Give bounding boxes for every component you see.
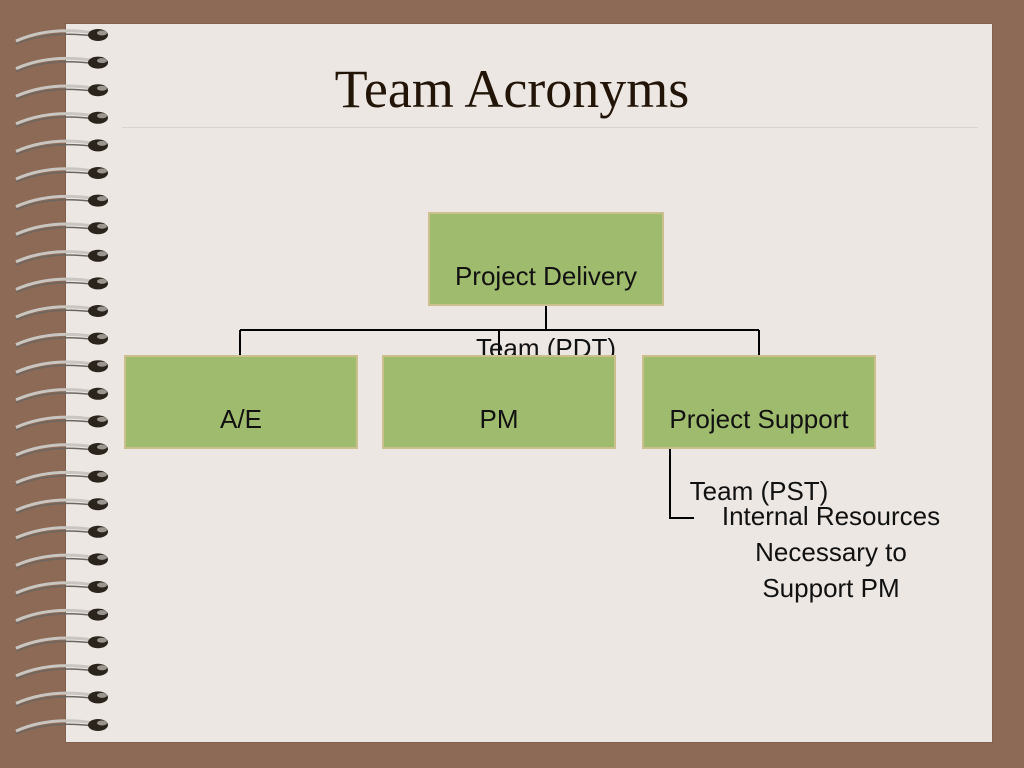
slide-title: Team Acronyms — [334, 59, 690, 119]
pst-node: Project Support Team (PST) — [642, 355, 876, 506]
spiral-ring — [15, 663, 108, 680]
spiral-ring — [15, 139, 108, 156]
note-line1: Internal Resources — [721, 501, 941, 531]
spiral-ring — [15, 305, 108, 321]
spiral-ring — [15, 360, 108, 376]
spiral-ring — [15, 249, 108, 266]
ae-node: A/E — [124, 355, 358, 449]
pdt-node-line1: Project Delivery — [454, 261, 638, 291]
spiral-ring — [15, 415, 108, 432]
spiral-binding-icon — [15, 29, 108, 735]
spiral-ring — [15, 387, 108, 404]
sub-note-connector-line — [669, 449, 694, 519]
spiral-ring — [15, 525, 108, 542]
spiral-ring — [15, 608, 108, 625]
spiral-ring — [15, 194, 108, 211]
spiral-ring — [15, 553, 108, 570]
pdt-node: Project Delivery Team (PDT) — [428, 212, 664, 363]
pst-node-line2: Team (PST) — [689, 476, 829, 506]
internal-resources-note: Internal Resources Necessary to Support … — [700, 498, 962, 606]
spiral-ring — [15, 581, 108, 597]
spiral-ring — [15, 691, 108, 708]
title-divider — [122, 127, 978, 128]
spiral-ring — [15, 636, 108, 652]
spiral-ring — [15, 277, 108, 294]
spiral-ring — [15, 470, 108, 487]
spiral-ring — [15, 167, 108, 183]
spiral-ring — [15, 443, 108, 459]
note-line2: Necessary to — [755, 537, 907, 567]
spiral-ring — [15, 84, 108, 100]
pm-node-label: PM — [479, 404, 519, 434]
spiral-ring — [15, 719, 108, 735]
ae-node-label: A/E — [220, 404, 262, 434]
pm-node: PM — [382, 355, 616, 449]
pst-node-line1: Project Support — [669, 404, 849, 434]
note-line3: Support PM — [762, 573, 900, 603]
spiral-ring — [15, 222, 108, 238]
spiral-ring — [15, 29, 108, 45]
spiral-ring — [15, 56, 108, 73]
spiral-ring — [15, 332, 108, 349]
spiral-ring — [15, 111, 108, 128]
spiral-ring — [15, 498, 108, 514]
